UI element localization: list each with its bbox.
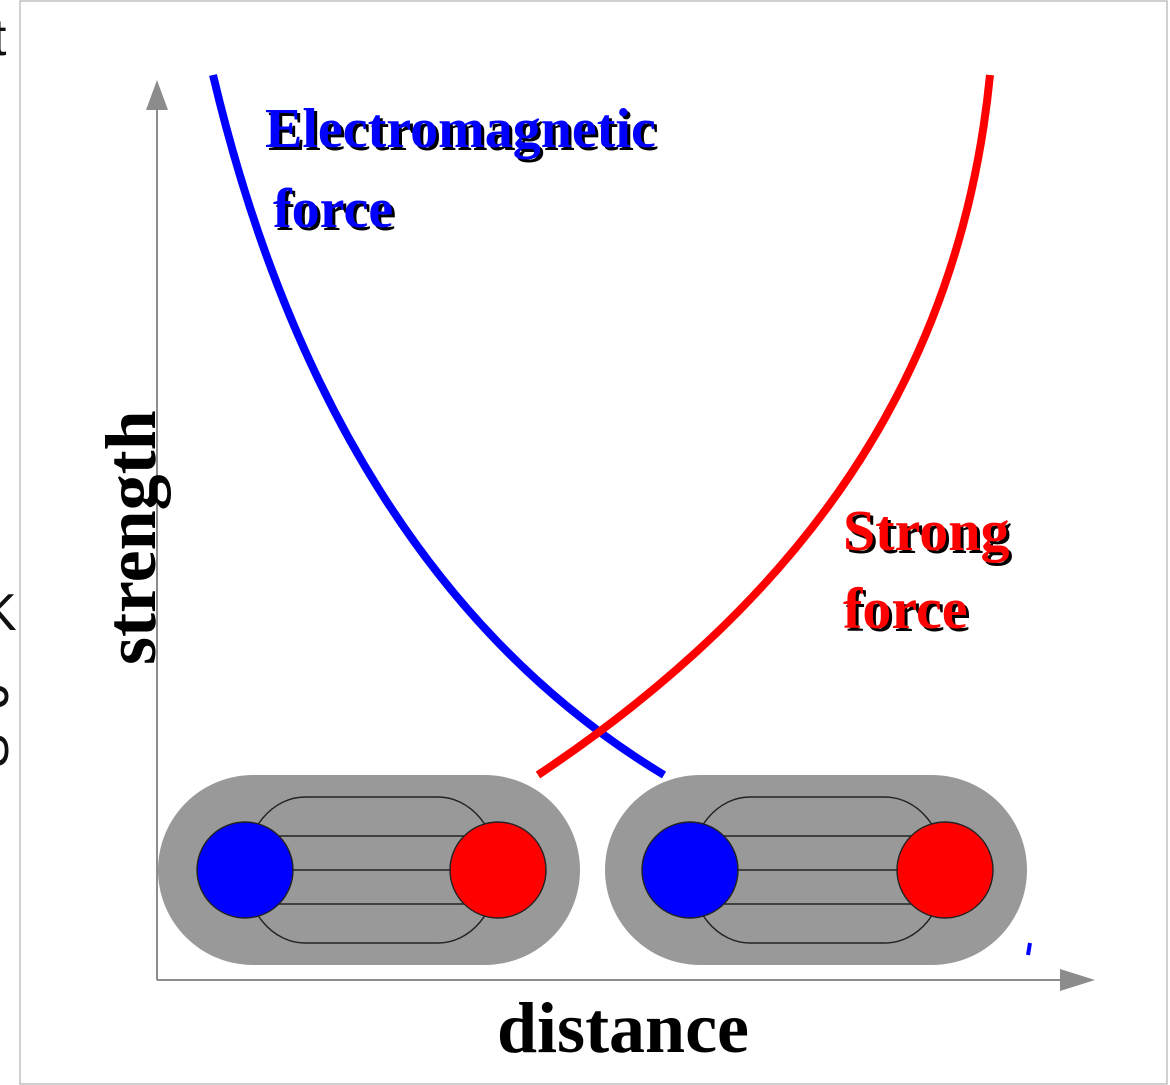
x-axis-label: distance [497, 988, 749, 1068]
electromagnetic-label-shadow-1: Electromagnetic [268, 101, 659, 163]
x-axis-arrowhead [1060, 969, 1095, 991]
x-axis [157, 969, 1095, 991]
clipped-edge-glyph-2: K [0, 584, 17, 642]
y-axis-arrowhead [146, 80, 168, 110]
clipped-edge-glyph-4: S [0, 733, 20, 768]
particle-pair-right [605, 775, 1027, 965]
electromagnetic-label-line1: Electromagnetic [265, 98, 656, 160]
y-axis [146, 80, 168, 980]
strong-label-line2: force [843, 576, 968, 641]
electromagnetic-label-line2: force [273, 178, 393, 240]
electromagnetic-curve-fragment [1026, 942, 1032, 956]
particle-pair-left [158, 775, 580, 965]
electromagnetic-label: Electromagnetic Electromagnetic force fo… [265, 98, 659, 243]
red-charge-left [449, 821, 547, 919]
electromagnetic-force-curve [209, 74, 667, 779]
strong-label: Strong Strong force force [843, 498, 1013, 644]
strong-label-line1: Strong [843, 498, 1010, 563]
blue-charge-left [196, 821, 294, 919]
strong-label-shadow-1: Strong [846, 501, 1013, 566]
y-axis-label: strength [91, 410, 171, 665]
blue-charge-right [641, 821, 739, 919]
strong-label-shadow-2: force [846, 579, 971, 644]
diagram-frame [19, 0, 1168, 1085]
strong-force-curve [535, 74, 994, 779]
red-charge-right [896, 821, 994, 919]
clipped-edge-glyph-1: t [0, 9, 7, 67]
clipped-edge-glyph-3: J [0, 682, 20, 708]
electromagnetic-label-shadow-2: force [276, 181, 396, 243]
